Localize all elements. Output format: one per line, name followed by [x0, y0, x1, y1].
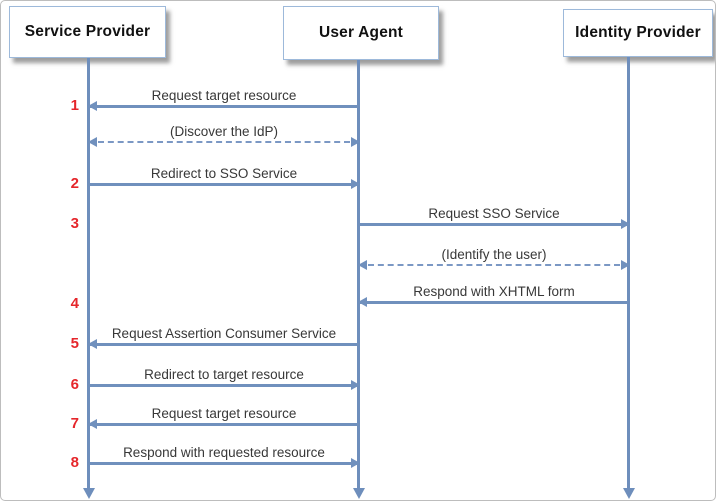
actor-box-service-provider: Service Provider — [9, 6, 166, 58]
message-line — [360, 301, 628, 304]
message-redirect-to-target-resource: Redirect to target resource — [89, 367, 360, 390]
actor-box-user-agent: User Agent — [283, 6, 439, 60]
message-line-dashed — [368, 264, 620, 266]
arrowhead-left-icon — [88, 419, 97, 429]
lifeline-arrow-down-icon — [623, 488, 635, 499]
message-label: (Identify the user) — [441, 247, 547, 262]
lifeline-arrow-down-icon — [353, 488, 365, 499]
actor-label-identity-provider: Identity Provider — [575, 24, 701, 41]
message-line — [90, 423, 358, 426]
message-line — [90, 105, 358, 108]
lifeline-service-provider — [87, 58, 90, 489]
step-number-1: 1 — [70, 97, 79, 114]
actor-label-service-provider: Service Provider — [24, 23, 151, 40]
message-label: Respond with XHTML form — [413, 284, 575, 299]
message-identify-the-user: (Identify the user) — [358, 247, 630, 270]
message-label: Request SSO Service — [428, 206, 560, 221]
arrowhead-left-icon — [88, 339, 97, 349]
arrowhead-right-icon — [621, 219, 630, 229]
arrowhead-left-icon — [358, 260, 367, 270]
step-number-8: 8 — [70, 454, 79, 471]
step-number-5: 5 — [70, 335, 79, 352]
message-label: Respond with requested resource — [123, 445, 325, 460]
arrowhead-right-icon — [351, 179, 360, 189]
message-line — [90, 183, 358, 186]
actor-label-user-agent: User Agent — [318, 24, 404, 41]
message-line — [90, 462, 358, 465]
arrowhead-right-icon — [351, 380, 360, 390]
message-label: Request Assertion Consumer Service — [111, 326, 337, 341]
message-respond-with-requested-resource: Respond with requested resource — [89, 445, 360, 468]
step-number-3: 3 — [70, 215, 79, 232]
step-number-7: 7 — [70, 415, 79, 432]
message-label: Redirect to SSO Service — [150, 166, 298, 181]
arrowhead-left-icon — [358, 297, 367, 307]
message-request-sso-service: Request SSO Service — [359, 206, 630, 229]
message-request-target-resource-2: Request target resource — [88, 406, 359, 429]
arrowhead-right-icon — [351, 458, 360, 468]
message-line — [90, 343, 358, 346]
message-line — [90, 384, 358, 387]
arrowhead-left-icon — [88, 137, 97, 147]
lifeline-arrow-down-icon — [83, 488, 95, 499]
message-line — [360, 223, 628, 226]
arrowhead-right-icon — [351, 137, 360, 147]
message-request-target-resource-1: Request target resource — [88, 88, 359, 111]
step-number-4: 4 — [70, 295, 79, 312]
message-redirect-to-sso-service: Redirect to SSO Service — [89, 166, 360, 189]
message-request-assertion-consumer-service: Request Assertion Consumer Service — [88, 326, 359, 349]
message-label: Redirect to target resource — [144, 367, 304, 382]
step-number-6: 6 — [70, 376, 79, 393]
lifeline-user-agent — [357, 60, 360, 489]
message-label: (Discover the IdP) — [169, 124, 279, 139]
arrowhead-right-icon — [621, 260, 630, 270]
message-line-dashed — [98, 141, 350, 143]
actor-box-identity-provider: Identity Provider — [563, 9, 713, 57]
message-label: Request target resource — [151, 406, 297, 421]
arrowhead-left-icon — [88, 101, 97, 111]
lifeline-identity-provider — [627, 57, 630, 489]
message-label: Request target resource — [151, 88, 297, 103]
message-discover-the-idp: (Discover the IdP) — [88, 124, 360, 147]
message-respond-with-xhtml-form: Respond with XHTML form — [358, 284, 629, 307]
step-number-2: 2 — [70, 175, 79, 192]
